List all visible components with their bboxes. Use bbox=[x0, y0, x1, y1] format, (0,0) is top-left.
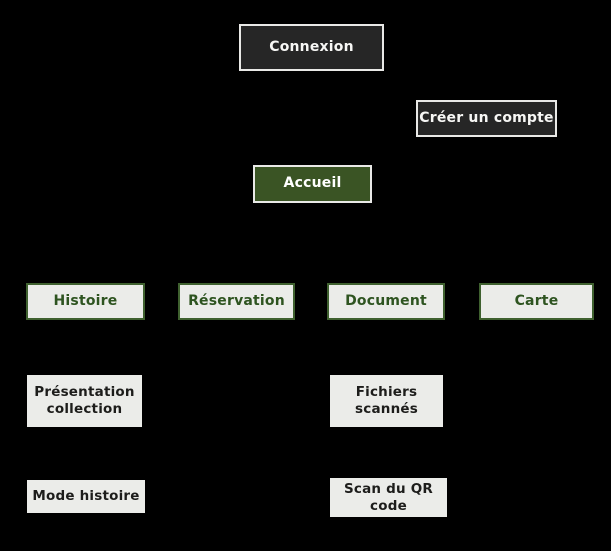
node-mode-histoire-label: Mode histoire bbox=[32, 488, 140, 505]
node-histoire[interactable]: Histoire bbox=[26, 283, 145, 320]
node-reservation-label: Réservation bbox=[188, 292, 285, 309]
edge-accueil-histoire bbox=[85, 185, 253, 283]
edge-connexion-creer-compte bbox=[384, 43, 486, 100]
edge-accueil-carte bbox=[372, 193, 538, 283]
node-accueil[interactable]: Accueil bbox=[253, 165, 372, 203]
node-fichiers-scannes[interactable]: Fichiers scannés bbox=[330, 375, 443, 427]
node-connexion-label: Connexion bbox=[269, 38, 354, 55]
node-document-label: Document bbox=[345, 292, 427, 309]
edge-connexion-accueil bbox=[308, 71, 316, 165]
edge-accueil-document bbox=[328, 203, 386, 283]
edge-creer-compte-accueil bbox=[373, 137, 487, 193]
node-connexion[interactable]: Connexion bbox=[239, 24, 384, 71]
node-scan-qr-code-label: Scan du QR code bbox=[344, 480, 433, 514]
node-reservation[interactable]: Réservation bbox=[178, 283, 295, 320]
edge-accueil-reservation bbox=[234, 203, 297, 283]
node-creer-compte[interactable]: Créer un compte bbox=[416, 100, 557, 137]
node-creer-compte-label: Créer un compte bbox=[419, 109, 554, 126]
node-presentation-collection-label: Présentation collection bbox=[34, 384, 135, 417]
node-carte[interactable]: Carte bbox=[479, 283, 594, 320]
node-fichiers-scannes-label: Fichiers scannés bbox=[355, 384, 418, 417]
node-histoire-label: Histoire bbox=[53, 292, 118, 309]
node-accueil-label: Accueil bbox=[283, 175, 342, 192]
node-presentation-collection[interactable]: Présentation collection bbox=[27, 375, 142, 427]
node-carte-label: Carte bbox=[514, 292, 559, 309]
node-mode-histoire[interactable]: Mode histoire bbox=[27, 480, 145, 513]
node-scan-qr-code[interactable]: Scan du QR code bbox=[330, 478, 447, 517]
node-document[interactable]: Document bbox=[327, 283, 445, 320]
